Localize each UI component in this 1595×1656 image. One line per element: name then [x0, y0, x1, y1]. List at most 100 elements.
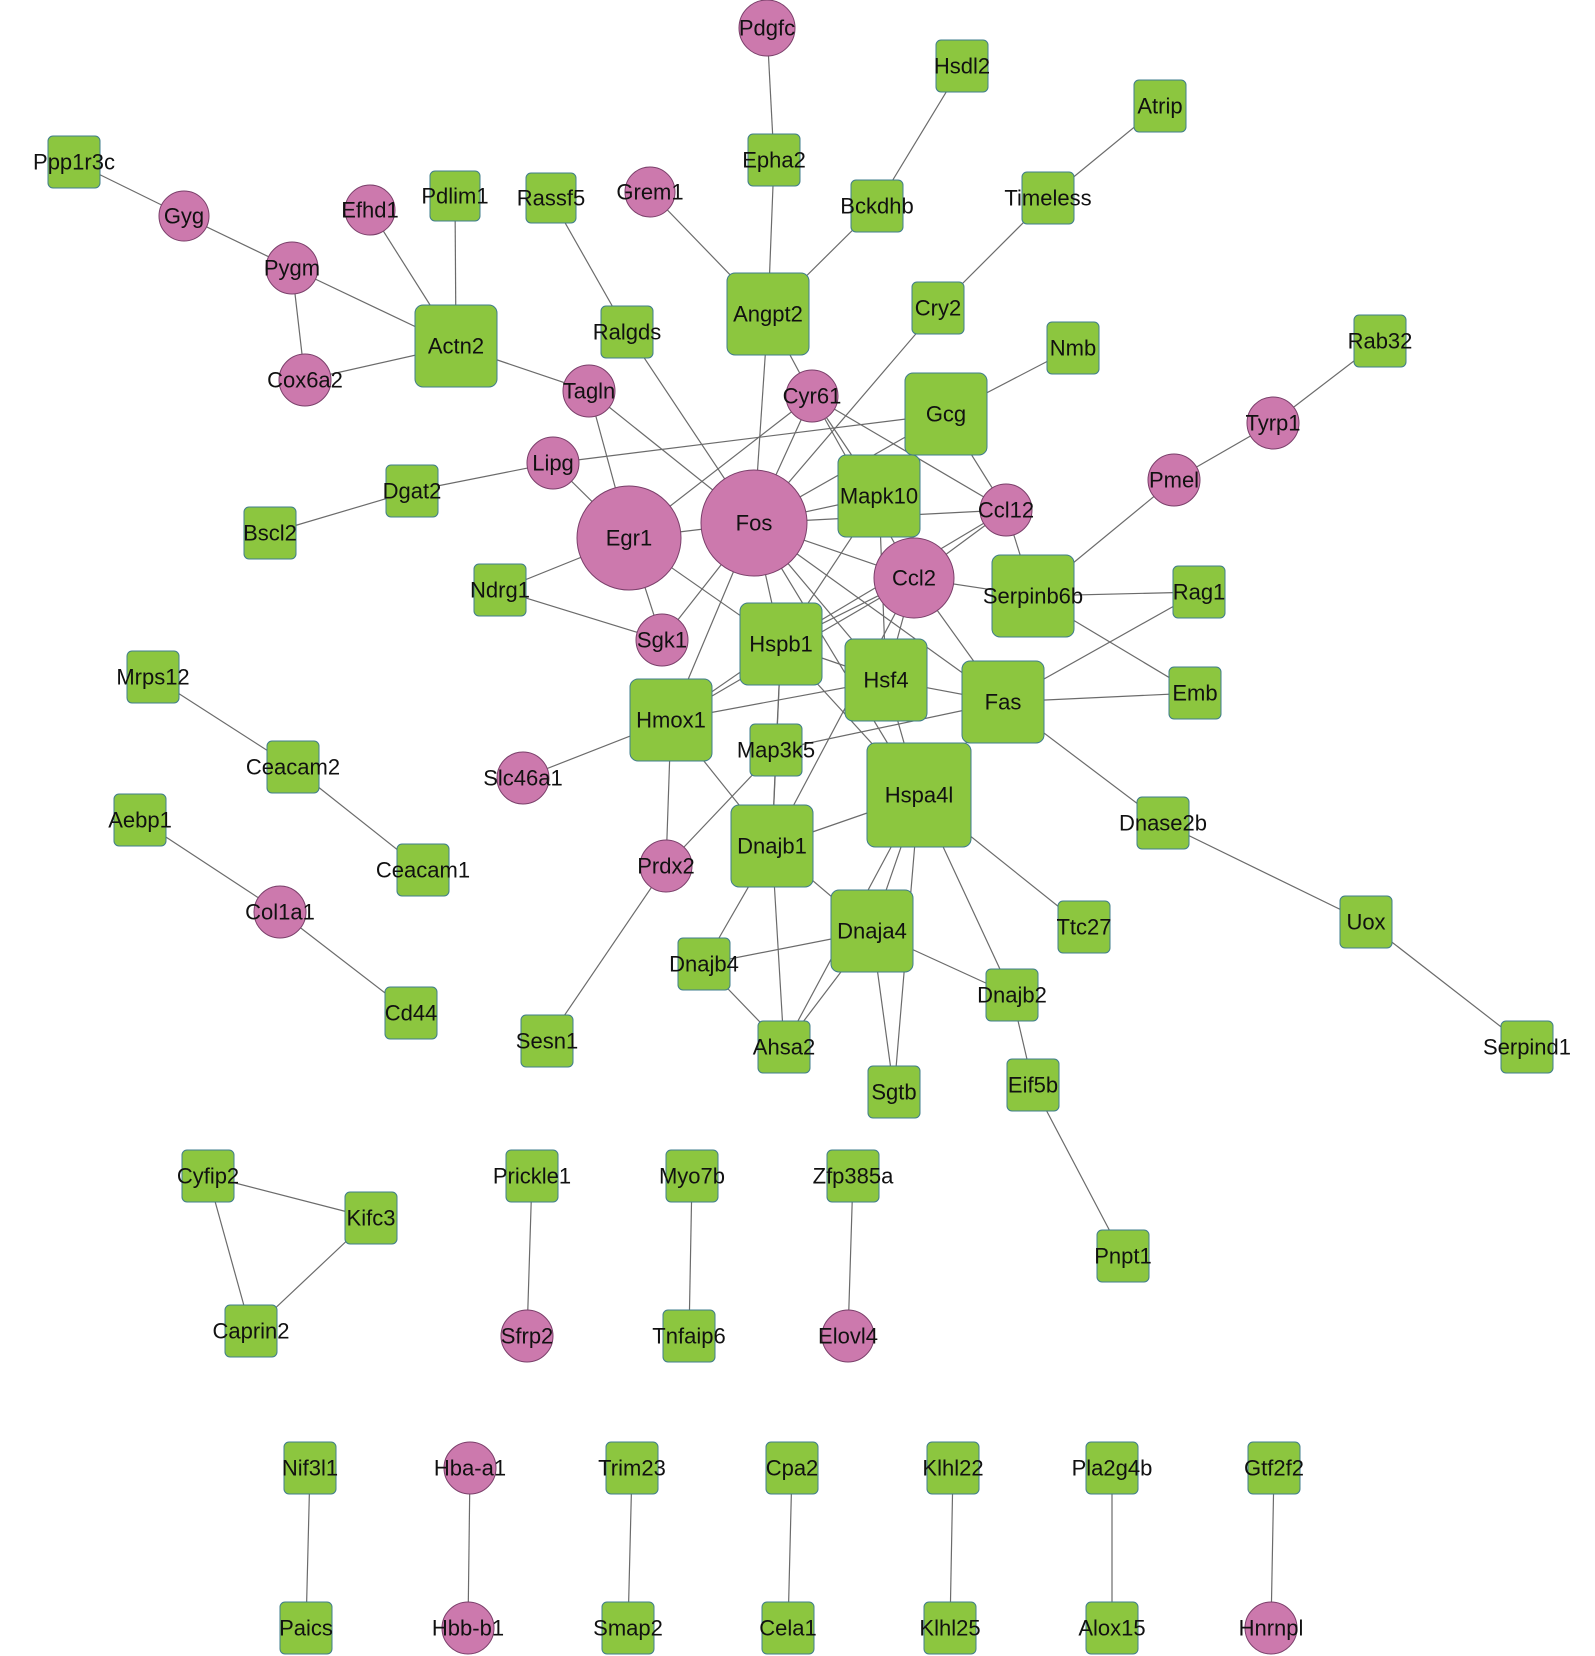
node-square [991, 554, 1075, 638]
node-square [605, 1441, 659, 1495]
node-ceacam2: Ceacam2 [246, 740, 340, 794]
node-label: Pmel [1149, 468, 1199, 493]
node-epha2: Epha2 [742, 133, 806, 187]
node-circle [496, 751, 550, 805]
node-label: Ceacam2 [246, 755, 340, 780]
node-label: Cry2 [915, 296, 961, 321]
node-label: Actn2 [428, 334, 484, 359]
node-cyr61: Cyr61 [783, 369, 841, 423]
node-square [385, 464, 439, 518]
node-label: Pdlim1 [421, 184, 488, 209]
node-label: Hsdl2 [934, 54, 990, 79]
node-ceacam1: Ceacam1 [376, 843, 470, 897]
edge-trim23-smap2 [627, 1467, 633, 1629]
node-label: Prickle1 [493, 1164, 571, 1189]
edge-cpa2-cela1 [787, 1467, 793, 1629]
node-square [396, 843, 450, 897]
node-square [665, 1149, 719, 1203]
node-square [126, 650, 180, 704]
node-label: Klhl25 [919, 1616, 980, 1641]
node-label: Caprin2 [212, 1319, 289, 1344]
node-label: Hspa4l [885, 783, 953, 808]
node-square [935, 39, 989, 93]
node-label: Mrps12 [116, 665, 189, 690]
node-actn2: Actn2 [414, 304, 498, 388]
edge-dnase2b-uox [1162, 822, 1367, 923]
node-square [867, 1065, 921, 1119]
node-label: Hmox1 [636, 708, 706, 733]
node-ndrg1: Ndrg1 [470, 563, 530, 617]
node-circle [979, 483, 1033, 537]
edge-cyfip2-kifc3 [207, 1175, 372, 1219]
node-dnaja4: Dnaja4 [830, 889, 914, 973]
node-circle [1147, 453, 1201, 507]
node-label: Pdgfc [739, 16, 795, 41]
node-label: Rag1 [1173, 580, 1226, 605]
node-square [961, 660, 1045, 744]
node-pla2g4b: Pla2g4b [1072, 1441, 1152, 1495]
node-aebp1: Aebp1 [108, 793, 172, 847]
node-square [414, 304, 498, 388]
node-sesn1: Sesn1 [516, 1014, 578, 1068]
node-mrps12: Mrps12 [116, 650, 190, 704]
node-label: Elovl4 [818, 1324, 878, 1349]
node-label: Fas [985, 690, 1022, 715]
node-square [520, 1014, 574, 1068]
node-circle [785, 369, 839, 423]
node-nmb: Nmb [1046, 321, 1100, 375]
node-hmox1: Hmox1 [629, 678, 713, 762]
node-hsf4: Hsf4 [844, 638, 928, 722]
node-label: Efhd1 [341, 198, 399, 223]
node-label: Ceacam1 [376, 858, 470, 883]
node-bscl2: Bscl2 [243, 506, 297, 560]
node-egr1: Egr1 [576, 485, 682, 591]
node-kifc3: Kifc3 [344, 1191, 398, 1245]
node-slc46a1: Slc46a1 [483, 751, 563, 805]
node-label: Hspb1 [749, 632, 813, 657]
node-label: Rassf5 [517, 186, 585, 211]
node-sgtb: Sgtb [867, 1065, 921, 1119]
node-label: Dnajb1 [737, 834, 807, 859]
node-gtf2f2: Gtf2f2 [1244, 1441, 1304, 1495]
node-label: Paics [279, 1616, 333, 1641]
node-cox6a2: Cox6a2 [267, 353, 343, 407]
node-pmel: Pmel [1147, 453, 1201, 507]
node-square [757, 1020, 811, 1074]
node-label: Hbb-b1 [432, 1616, 504, 1641]
node-dnase2b: Dnase2b [1119, 796, 1207, 850]
edge-zfp385a-elovl4 [847, 1175, 854, 1337]
node-label: Dnajb2 [977, 983, 1047, 1008]
node-square [761, 1601, 815, 1655]
node-label: Bscl2 [243, 521, 297, 546]
node-bckdhb: Bckdhb [840, 179, 914, 233]
node-label: Zfp385a [813, 1164, 894, 1189]
node-circle [526, 436, 580, 490]
node-fos: Fos [700, 469, 808, 577]
node-square [601, 1601, 655, 1655]
node-dnajb1: Dnajb1 [730, 804, 814, 888]
node-label: Gtf2f2 [1244, 1456, 1304, 1481]
node-label: Lipg [532, 451, 574, 476]
node-map3k5: Map3k5 [737, 723, 815, 777]
node-cry2: Cry2 [911, 281, 965, 335]
node-label: Tyrp1 [1245, 411, 1300, 436]
node-lipg: Lipg [526, 436, 580, 490]
node-label: Sgk1 [637, 628, 687, 653]
node-circle [700, 469, 808, 577]
node-label: Ndrg1 [470, 578, 530, 603]
node-label: Serpinb6b [983, 584, 1083, 609]
node-tyrp1: Tyrp1 [1245, 396, 1301, 450]
node-ahsa2: Ahsa2 [753, 1020, 815, 1074]
node-hba-a1: Hba-a1 [434, 1441, 506, 1495]
node-label: Hsf4 [863, 668, 908, 693]
node-myo7b: Myo7b [659, 1149, 725, 1203]
node-serpinb6b: Serpinb6b [983, 554, 1083, 638]
node-label: Ppp1r3c [33, 150, 115, 175]
node-square [384, 986, 438, 1040]
node-circle [624, 166, 676, 218]
node-label: Kifc3 [347, 1206, 396, 1231]
node-ccl2: Ccl2 [873, 537, 955, 619]
node-circle [265, 241, 319, 295]
node-square [726, 272, 810, 356]
node-square [1096, 1229, 1150, 1283]
